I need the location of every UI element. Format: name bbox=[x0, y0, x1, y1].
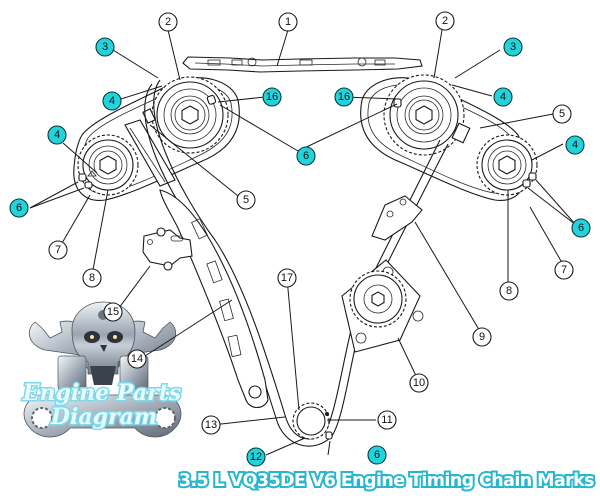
tension-guide bbox=[371, 195, 423, 241]
callout-8-right: 8 bbox=[499, 281, 519, 301]
callout-1: 1 bbox=[278, 12, 298, 32]
callout-16-left: 16 bbox=[262, 87, 282, 107]
svg-text:7: 7 bbox=[561, 264, 567, 276]
svg-text:15: 15 bbox=[107, 306, 119, 318]
callout-4-left-upper: 4 bbox=[102, 91, 122, 111]
svg-text:7: 7 bbox=[55, 244, 61, 256]
left-exhaust-camshaft-sprocket bbox=[77, 134, 139, 196]
svg-text:4: 4 bbox=[54, 129, 60, 141]
svg-text:16: 16 bbox=[266, 91, 278, 103]
watermark-logo: Engine Parts Diagram bbox=[20, 301, 183, 438]
callout-4-right-upper: 4 bbox=[493, 87, 513, 107]
right-intake-camshaft-sprocket bbox=[383, 74, 465, 156]
svg-text:16: 16 bbox=[338, 91, 350, 103]
callout-5-right: 5 bbox=[552, 104, 572, 124]
svg-text:3: 3 bbox=[510, 41, 516, 53]
callout-2-right: 2 bbox=[435, 11, 455, 31]
callout-10: 10 bbox=[409, 373, 429, 393]
svg-text:1: 1 bbox=[285, 16, 291, 28]
right-chain-tensioner bbox=[451, 122, 471, 144]
leader-lines bbox=[29, 29, 577, 456]
callout-5-left: 5 bbox=[236, 190, 256, 210]
callout-6-right: 6 bbox=[571, 218, 591, 238]
svg-text:4: 4 bbox=[109, 95, 115, 107]
callout-3-right: 3 bbox=[503, 37, 523, 57]
svg-text:5: 5 bbox=[243, 194, 249, 206]
callout-9: 9 bbox=[472, 327, 492, 347]
right-exhaust-camshaft-sprocket bbox=[476, 134, 538, 196]
callout-17: 17 bbox=[277, 268, 297, 288]
slack-guide bbox=[159, 189, 269, 409]
svg-text:6: 6 bbox=[374, 449, 380, 461]
svg-text:2: 2 bbox=[165, 16, 171, 28]
callout-4-left-lower: 4 bbox=[47, 125, 67, 145]
left-intake-camshaft-sprocket bbox=[151, 76, 229, 154]
callout-7-left: 7 bbox=[48, 240, 68, 260]
upper-chain-guide bbox=[182, 56, 423, 73]
svg-text:4: 4 bbox=[572, 139, 578, 151]
svg-text:9: 9 bbox=[479, 331, 485, 343]
svg-text:6: 6 bbox=[16, 202, 22, 214]
callout-13: 13 bbox=[201, 415, 221, 435]
svg-text:14: 14 bbox=[131, 353, 143, 365]
svg-text:2: 2 bbox=[442, 15, 448, 27]
callout-12: 12 bbox=[246, 447, 266, 467]
callout-6-bottom: 6 bbox=[367, 445, 387, 465]
svg-text:11: 11 bbox=[381, 414, 392, 426]
callout-3-left: 3 bbox=[95, 37, 115, 57]
idler-sprocket bbox=[341, 259, 424, 353]
callout-2-left: 2 bbox=[158, 12, 178, 32]
crankshaft-sprocket bbox=[292, 402, 333, 440]
callout-8-left: 8 bbox=[82, 268, 102, 288]
callout-7-right: 7 bbox=[554, 260, 574, 280]
watermark-line1: Engine Parts bbox=[22, 380, 182, 406]
callout-6-center: 6 bbox=[296, 146, 316, 166]
callout-14: 14 bbox=[127, 349, 147, 369]
svg-text:10: 10 bbox=[413, 377, 425, 389]
svg-text:12: 12 bbox=[250, 451, 262, 463]
svg-text:6: 6 bbox=[578, 222, 584, 234]
svg-text:3: 3 bbox=[102, 41, 108, 53]
diagram-title: 3.5 L VQ35DE V6 Engine Timing Chain Mark… bbox=[179, 471, 594, 491]
callout-11: 11 bbox=[377, 410, 397, 430]
callout-4-right-lower: 4 bbox=[565, 135, 585, 155]
svg-text:13: 13 bbox=[205, 419, 217, 431]
left-chain-tensioner bbox=[124, 108, 176, 187]
chain-tensioner bbox=[142, 227, 193, 271]
callout-16-right: 16 bbox=[334, 87, 354, 107]
svg-text:8: 8 bbox=[89, 272, 95, 284]
watermark-line2: Diagram bbox=[50, 404, 157, 430]
svg-text:8: 8 bbox=[506, 285, 512, 297]
svg-text:4: 4 bbox=[500, 91, 506, 103]
callout-6-left: 6 bbox=[9, 198, 29, 218]
svg-text:6: 6 bbox=[303, 150, 309, 162]
svg-text:5: 5 bbox=[559, 108, 565, 120]
callout-15: 15 bbox=[103, 302, 123, 322]
svg-text:17: 17 bbox=[281, 272, 293, 284]
